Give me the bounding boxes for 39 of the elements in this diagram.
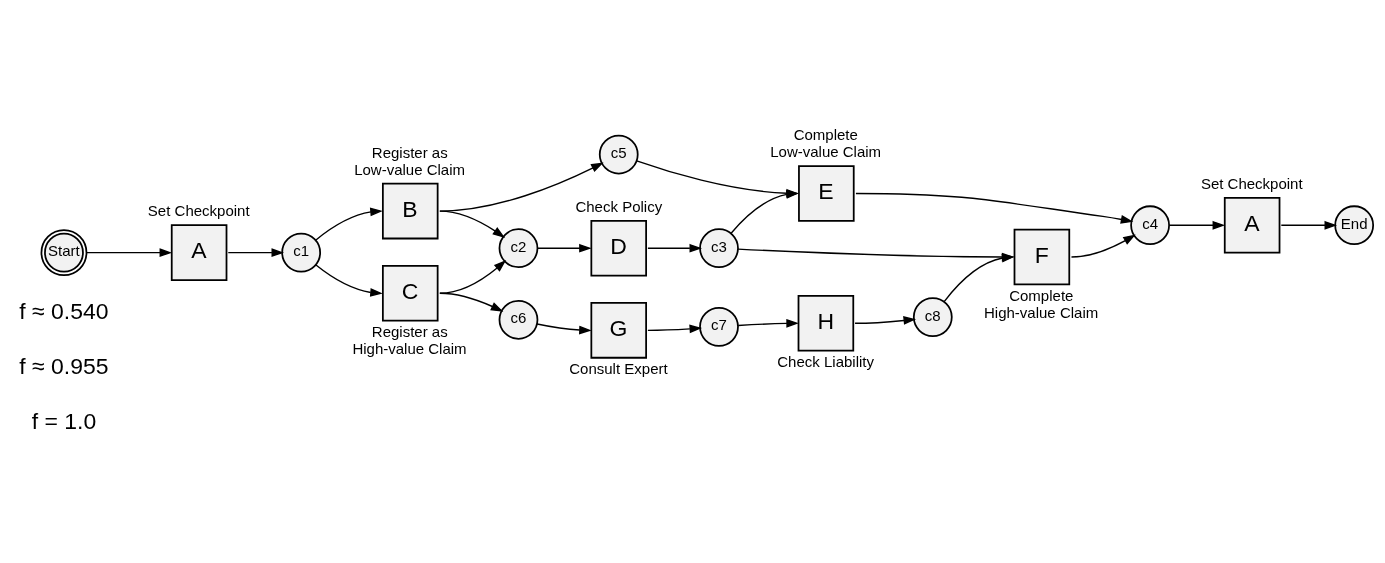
node-label: Register as High-value Claim: [352, 322, 467, 357]
node-label: Check Liability: [777, 352, 875, 370]
node-label: Complete Low-value Claim: [770, 125, 882, 160]
arrow: [1168, 220, 1226, 230]
node-circle: End: [1334, 204, 1375, 245]
arrow: [439, 259, 507, 294]
arrow: [536, 243, 592, 253]
arrow: [314, 207, 383, 241]
arrow: [315, 263, 383, 297]
node-label: Set Checkpoint: [1200, 174, 1303, 192]
arrow: [855, 192, 1134, 224]
node-circle: c3: [699, 227, 739, 268]
node-label: Complete High-value Claim: [984, 286, 1099, 321]
node-circle: c2: [498, 227, 539, 268]
arrow: [647, 243, 703, 253]
node-label: Check Policy: [575, 197, 663, 215]
arrow: [227, 247, 285, 257]
arrow: [737, 318, 799, 328]
node-circle: c5: [598, 134, 639, 174]
arrow: [536, 322, 592, 334]
label: f = 1.0: [31, 407, 97, 434]
arrow: [1070, 234, 1136, 258]
label: f ≈ 0.540: [19, 297, 109, 324]
node-circle: Start: [40, 228, 88, 276]
arrow: [854, 315, 917, 325]
arrow: [85, 247, 173, 257]
node-circle: c6: [498, 299, 539, 340]
label: f ≈ 0.955: [19, 352, 109, 379]
node-circle: c8: [912, 296, 953, 337]
node-circle: c4: [1130, 204, 1170, 245]
arrow: [439, 292, 504, 312]
node-circle: c1: [281, 232, 322, 272]
arrow: [439, 161, 604, 212]
node-label: Set Checkpoint: [147, 201, 250, 219]
node-circle: c7: [699, 306, 739, 347]
arrow: [647, 324, 703, 333]
arrow: [1280, 220, 1338, 230]
node-label: Consult Expert: [569, 359, 668, 377]
node-label: Register as Low-value Claim: [354, 143, 466, 178]
